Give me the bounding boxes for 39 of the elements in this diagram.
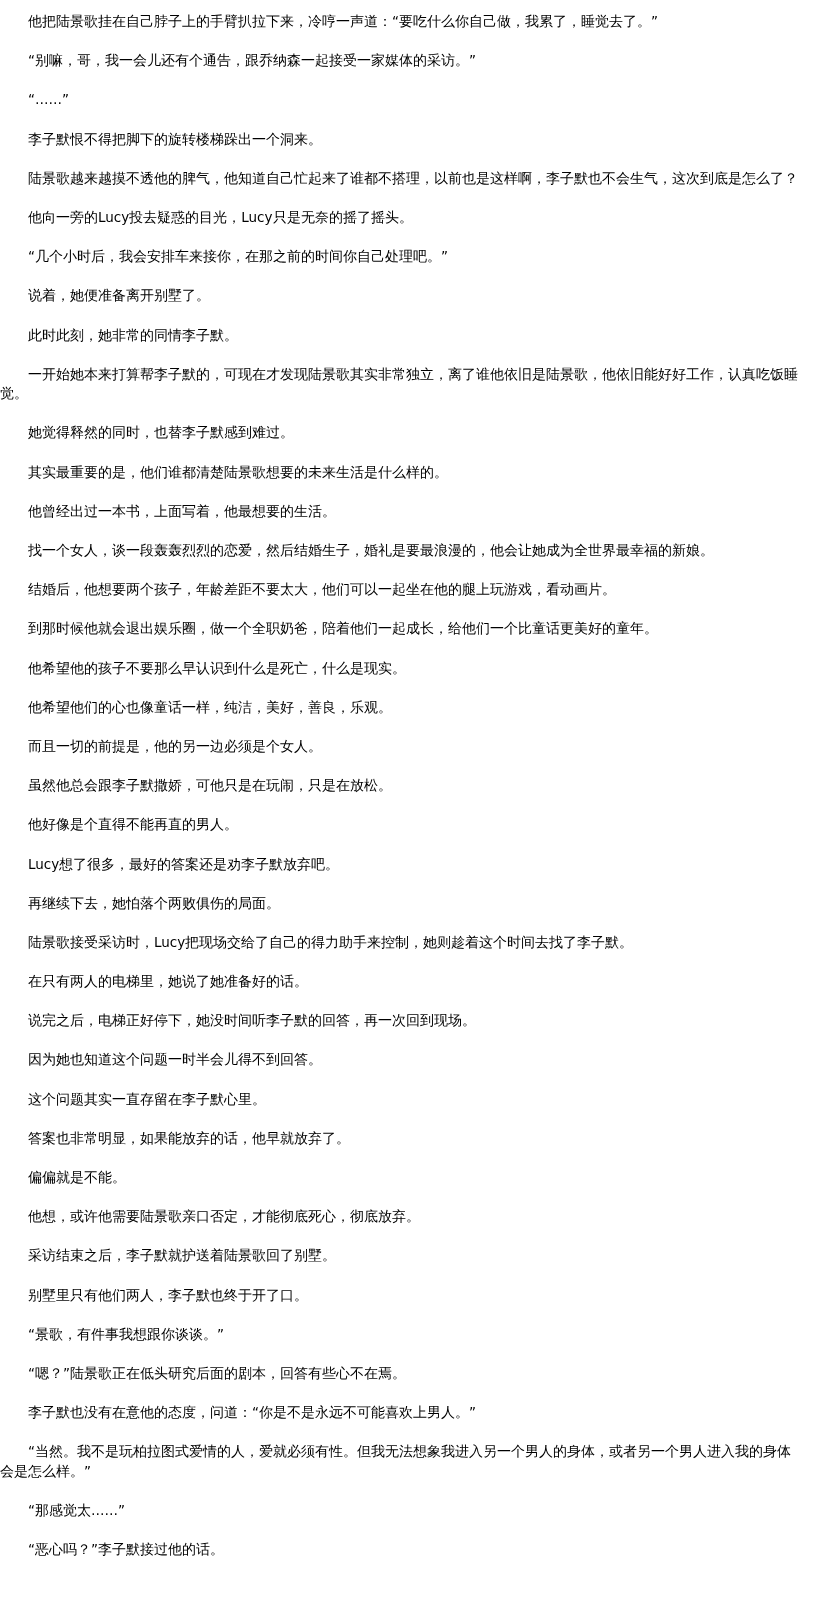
paragraph: 到那时候他就会退出娱乐圈，做一个全职奶爸，陪着他们一起成长，给他们一个比童话更美好的童年。 (27, 619, 659, 639)
paragraph: 陆景歌接受采访时，Lucy把现场交给了自己的得力助手来控制，她则趁着这个时间去找了李子默。 (27, 932, 635, 952)
paragraph: 他好像是个直得不能再直的男人。 (27, 815, 239, 835)
paragraph: 找一个女人，谈一段轰轰烈烈的恋爱，然后结婚生子，婚礼是要最浪漫的，他会让她成为全世界最幸福的新娘。 (27, 541, 715, 561)
paragraph: 他曾经出过一本书，上面写着，他最想要的生活。 (27, 501, 337, 521)
paragraph: “别嘛，哥，我一会儿还有个通告，跟乔纳森一起接受一家媒体的采访。” (27, 51, 477, 71)
paragraph: “当然。我不是玩柏拉图式爱情的人，爱就必须有性。但我无法想象我进入另一个男人的身体，或者另一个男人进入我的身体会是怎么样。” (0, 1442, 792, 1481)
paragraph: 因为她也知道这个问题一时半会儿得不到回答。 (27, 1050, 323, 1070)
paragraph: 其实最重要的是，他们谁都清楚陆景歌想要的未来生活是什么样的。 (27, 462, 449, 482)
paragraph: “嗯？”陆景歌正在低头研究后面的剧本，回答有些心不在焉。 (27, 1363, 407, 1383)
paragraph: 答案也非常明显，如果能放弃的话，他早就放弃了。 (27, 1128, 351, 1148)
paragraph: 她觉得释然的同时，也替李子默感到难过。 (27, 423, 295, 443)
paragraph: 虽然他总会跟李子默撒娇，可他只是在玩闹，只是在放松。 (27, 776, 393, 796)
paragraph: 此时此刻，她非常的同情李子默。 (27, 325, 239, 345)
paragraph: 采访结束之后，李子默就护送着陆景歌回了别墅。 (27, 1246, 337, 1266)
paragraph: 偏偏就是不能。 (27, 1168, 127, 1188)
paragraph: 他向一旁的Lucy投去疑惑的目光，Lucy只是无奈的摇了摇头。 (27, 207, 414, 227)
paragraph: 说着，她便准备离开别墅了。 (27, 286, 211, 306)
paragraph: 他希望他们的心也像童话一样，纯洁，美好，善良，乐观。 (27, 697, 393, 717)
paragraph: “恶心吗？”李子默接过他的话。 (27, 1540, 225, 1560)
paragraph: 再继续下去，她怕落个两败俱伤的局面。 (27, 893, 281, 913)
paragraph: 他把陆景歌挂在自己脖子上的手臂扒拉下来，冷哼一声道：“要吃什么你自己做，我累了，睡觉去了。” (27, 12, 659, 31)
paragraph: 别墅里只有他们两人，李子默也终于开了口。 (27, 1285, 309, 1305)
paragraph: 他想，或许他需要陆景歌亲口否定，才能彻底死心，彻底放弃。 (27, 1207, 421, 1227)
paragraph: 这个问题其实一直存留在李子默心里。 (27, 1089, 267, 1109)
paragraph: 在只有两人的电梯里，她说了她准备好的话。 (27, 972, 309, 992)
paragraph: 结婚后，他想要两个孩子，年龄差距不要太大，他们可以一起坐在他的腿上玩游戏，看动画片。 (27, 580, 617, 600)
paragraph: “几个小时后，我会安排车来接你，在那之前的时间你自己处理吧。” (27, 247, 449, 267)
paragraph: 李子默也没有在意他的态度，问道：“你是不是永远不可能喜欢上男人。” (27, 1403, 477, 1423)
paragraph: “景歌，有件事我想跟你谈谈。” (27, 1324, 225, 1344)
paragraph: 说完之后，电梯正好停下，她没时间听李子默的回答，再一次回到现场。 (27, 1011, 477, 1031)
paragraph: 一开始她本来打算帮李子默的，可现在才发现陆景歌其实非常独立，离了谁他依旧是陆景歌，他依旧能好好工作，认真吃饭睡觉。 (0, 364, 799, 404)
paragraph: 他希望他的孩子不要那么早认识到什么是死亡，什么是现实。 (27, 658, 407, 678)
paragraph: “……” (27, 90, 70, 110)
paragraph: 李子默恨不得把脚下的旋转楼梯跺出一个洞来。 (27, 129, 323, 149)
paragraph: 陆景歌越来越摸不透他的脾气，他知道自己忙起来了谁都不搭理，以前也是这样啊，李子默也不会生气，这次到底是怎么了？ (27, 168, 799, 188)
paragraph: 而且一切的前提是，他的另一边必须是个女人。 (27, 736, 323, 756)
paragraph: Lucy想了很多，最好的答案还是劝李子默放弃吧。 (27, 854, 341, 874)
paragraph: “那感觉太……” (27, 1501, 126, 1521)
